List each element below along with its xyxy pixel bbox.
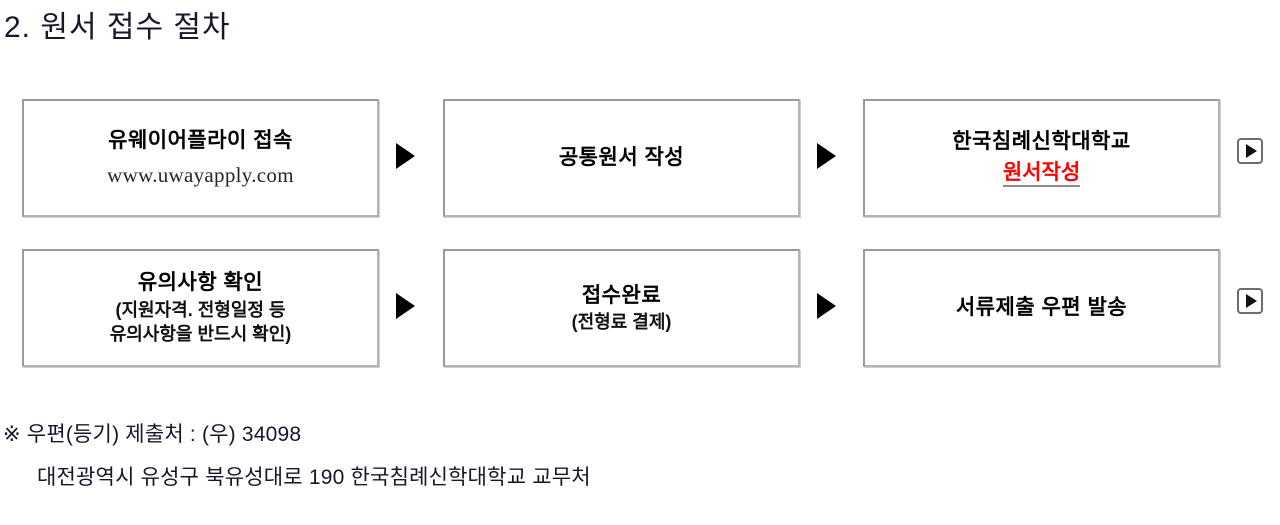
step-box-common-application[interactable]: 공통원서 작성 (443, 99, 800, 217)
step-subtitle-line-2: 유의사항을 반드시 확인) (109, 324, 292, 345)
step-title: 서류제출 우편 발송 (955, 295, 1128, 319)
play-triangle-icon (817, 293, 836, 319)
step-url: www.uwayapply.com (107, 162, 294, 187)
step-box-university-application[interactable]: 한국침례신학대학교 원서작성 (863, 99, 1220, 217)
play-triangle-icon (396, 143, 415, 169)
step-title: 접수완료 (581, 283, 662, 307)
footnote-text: 우편(등기) 제출처 : (우) 34098 (26, 423, 302, 446)
step-box-submission-complete[interactable]: 접수완료 (전형료 결제) (443, 249, 800, 367)
play-triangle-icon (1245, 144, 1257, 158)
step-box-notice-check[interactable]: 유의사항 확인 (지원자격. 전형일정 등 유의사항을 반드시 확인) (22, 249, 379, 367)
reference-mark-icon: ※ (3, 423, 21, 446)
boxed-play-triangle-icon (1237, 288, 1263, 314)
play-triangle-icon (1245, 294, 1257, 308)
play-triangle-icon (396, 293, 415, 319)
play-triangle-icon (817, 143, 836, 169)
footnote-mailing-address-label: ※우편(등기) 제출처 : (우) 34098 (3, 424, 1280, 445)
footnote-block: ※우편(등기) 제출처 : (우) 34098 대전광역시 유성구 북유성대로 … (0, 424, 1280, 488)
step-title: 한국침례신학대학교 (952, 129, 1131, 153)
flow-row-2: 유의사항 확인 (지원자격. 전형일정 등 유의사항을 반드시 확인) 접수완료… (0, 238, 1280, 388)
page-title: 2. 원서 접수 절차 (4, 11, 231, 44)
step-box-document-mail[interactable]: 서류제출 우편 발송 (863, 249, 1220, 367)
step-subtitle-line-1: (지원자격. 전형일정 등 (115, 299, 286, 320)
step-box-uway-access[interactable]: 유웨이어플라이 접속 www.uwayapply.com (22, 99, 379, 217)
step-title: 유의사항 확인 (137, 271, 264, 295)
flow-row-1: 유웨이어플라이 접속 www.uwayapply.com 공통원서 작성 한국침… (0, 88, 1280, 238)
application-process-flow: 유웨이어플라이 접속 www.uwayapply.com 공통원서 작성 한국침… (0, 88, 1280, 388)
application-write-link[interactable]: 원서작성 (1002, 161, 1081, 188)
footnote-mailing-address-value: 대전광역시 유성구 북유성대로 190 한국침례신학대학교 교무처 (37, 466, 591, 489)
step-subtitle-line-1: (전형료 결제) (571, 311, 672, 332)
step-title: 공통원서 작성 (558, 145, 685, 169)
boxed-play-triangle-icon (1237, 138, 1263, 164)
step-title: 유웨이어플라이 접속 (108, 129, 293, 153)
